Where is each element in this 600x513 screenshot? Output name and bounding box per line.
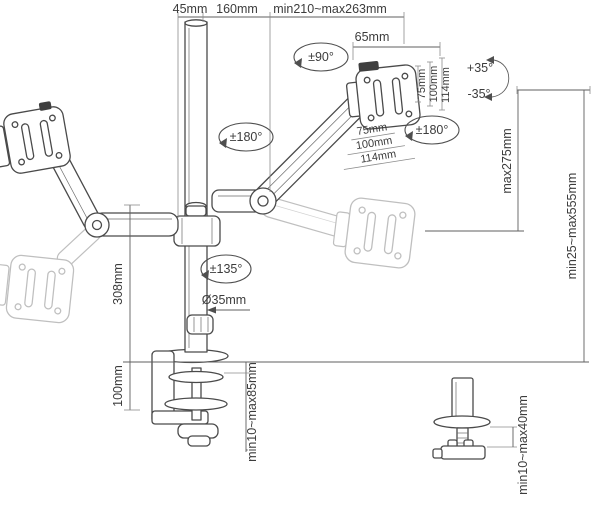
dim-label-45mm: 45mm [173, 2, 208, 16]
dim-label-arm-reach: min210~max263mm [273, 2, 387, 16]
vesa-plate-left [0, 101, 73, 176]
vesa-plate-left-ghost [0, 253, 76, 325]
rotation-badge-180-right: ±180° [404, 115, 460, 145]
vesa-side-114-label: 114mm [440, 67, 452, 103]
right-arm-assembly [211, 91, 371, 215]
tilt-down-label: -35° [467, 87, 490, 101]
clamp-range-label: min10~max85mm [245, 362, 259, 462]
lift-label: max275mm [500, 128, 514, 193]
vesa-bottom-114-label: 114mm [360, 148, 397, 165]
vesa-side-75-label: 75mm [416, 69, 428, 100]
pole-height-label: 308mm [111, 263, 125, 305]
vesa-plate-right [345, 61, 422, 131]
dim-label-160mm: 160mm [216, 2, 258, 16]
left-arm-assembly [51, 153, 179, 238]
vesa-bottom-100-label: 100mm [355, 135, 393, 153]
rotation-label-180-right: ±180° [416, 123, 449, 137]
vesa-bottom-dims: 75mm 100mm 114mm [343, 121, 416, 170]
dim-label-65mm: 65mm [355, 30, 390, 44]
tilt-up-label: +35° [467, 61, 493, 75]
rotation-label-90: ±90° [308, 50, 334, 64]
cable-clip [186, 314, 214, 335]
grommet-range-label: min10~max40mm [516, 395, 530, 495]
tilt-arrow [491, 59, 510, 98]
vesa-side-100-label: 100mm [428, 66, 440, 103]
vesa-bottom-75-label: 75mm [356, 121, 388, 138]
clamp-height-label: 100mm [111, 365, 125, 407]
height-range-label: min25~max555mm [565, 173, 579, 280]
grommet-mount [432, 377, 491, 460]
rotation-badge-180-left: ±180° [218, 122, 274, 152]
desk-clamp [151, 348, 229, 447]
vesa-plate-right-ghost [332, 196, 417, 270]
grommet-range-annotation: min10~max40mm [487, 395, 530, 495]
arm-hub [173, 215, 221, 247]
dimension-layer: 45mm 160mm min210~max263mm 65mm ±90° ±18… [111, 2, 591, 495]
tilt-annotation: +35° -35° [467, 56, 510, 101]
rotation-label-180-left: ±180° [230, 130, 263, 144]
pole-diameter-annotation: Ø35mm [202, 293, 250, 314]
pole-diameter-label: Ø35mm [202, 293, 246, 307]
vesa-side-dims: 75mm 100mm 114mm [415, 57, 452, 111]
rotation-badge-135: ±135° [200, 254, 252, 284]
rotation-badge-90: ±90° [293, 42, 349, 72]
rotation-label-135: ±135° [210, 262, 243, 276]
